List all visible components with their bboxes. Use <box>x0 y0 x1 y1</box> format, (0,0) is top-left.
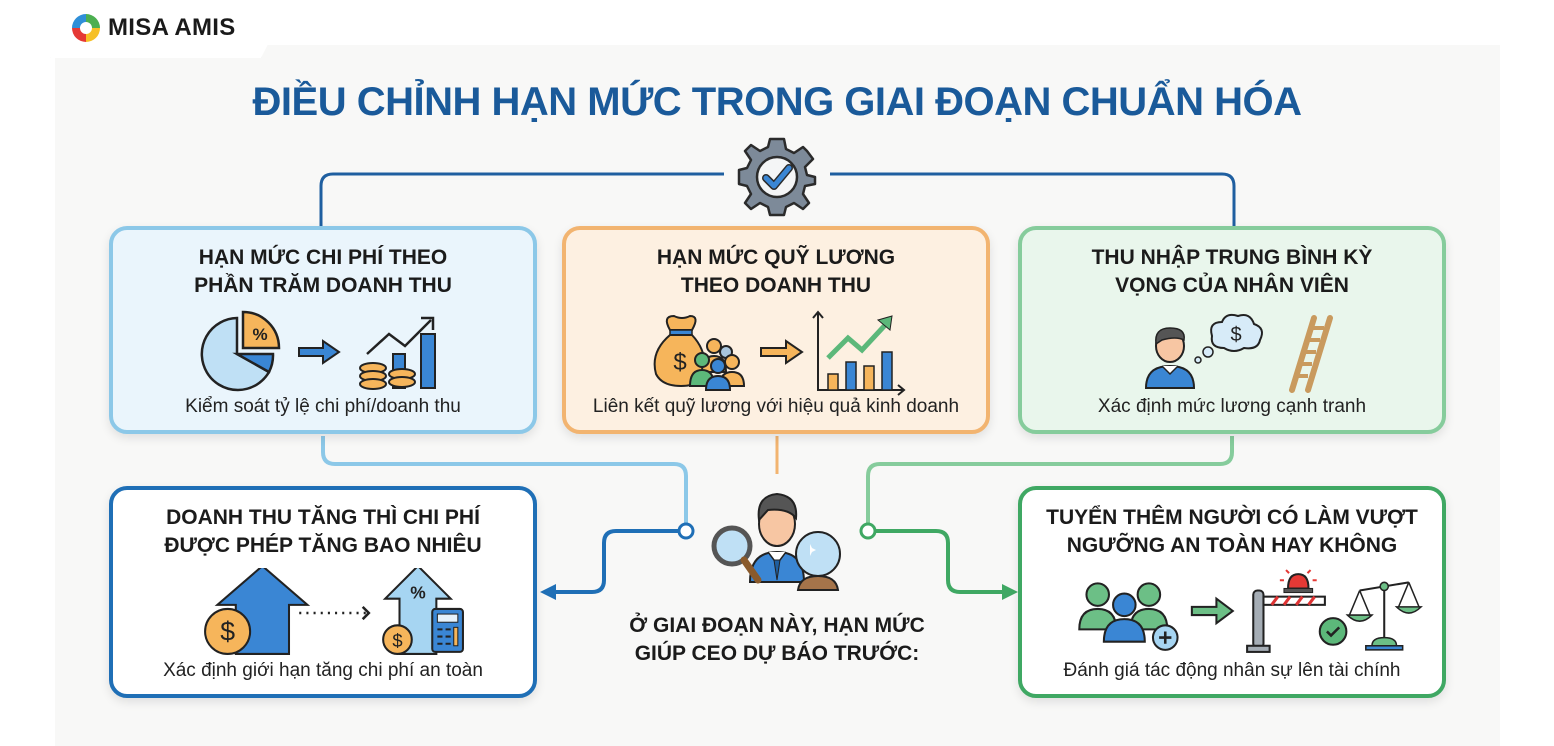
card-description: Xác định giới hạn tăng chi phí an toàn <box>163 660 483 681</box>
svg-text:$: $ <box>673 349 686 376</box>
coin-up-arrow-icon: $ <box>204 568 311 655</box>
gear-check-icon <box>737 137 817 217</box>
arrow-right-icon <box>1190 596 1235 626</box>
card-title: HẠN MỨC CHI PHÍ THEO PHẦN TRĂM DOANH THU <box>194 246 452 297</box>
card-illustration: $ <box>1144 313 1333 393</box>
ceo-forecast-icon <box>711 492 841 591</box>
card-illustration <box>1078 568 1423 653</box>
card-illustration: % <box>200 310 436 392</box>
card-illustration: $ <box>653 310 906 396</box>
card-description: Kiểm soát tỷ lệ chi phí/doanh thu <box>185 396 461 417</box>
logo-tab <box>18 0 294 58</box>
card-payroll-limit-revenue: HẠN MỨC QUỸ LƯƠNG THEO DOANH THU $ <box>562 226 990 434</box>
page-title: ĐIỀU CHỈNH HẠN MỨC TRONG GIAI ĐOẠN CHUẨN… <box>252 80 1302 124</box>
bar-chart-trend-icon <box>812 310 906 396</box>
svg-text:%: % <box>410 583 425 603</box>
add-people-icon <box>1078 582 1179 651</box>
brand-logo: MISA AMIS <box>70 12 236 44</box>
card-expected-average-income: THU NHẬP TRUNG BÌNH KỲ VỌNG CỦA NHÂN VIÊ… <box>1018 226 1446 434</box>
svg-text:%: % <box>252 325 267 344</box>
svg-text:$: $ <box>220 617 235 647</box>
scales-icon <box>1345 581 1423 651</box>
percent-arrow-calculator-icon: % $ <box>382 568 464 655</box>
dotted-arrow-icon <box>299 605 371 621</box>
employee-thinking-money-icon: $ <box>1144 313 1263 389</box>
svg-text:$: $ <box>1230 324 1241 346</box>
money-bag-people-icon: $ <box>653 314 746 391</box>
center-caption: Ở GIAI ĐOẠN NÀY, HẠN MỨC GIÚP CEO DỰ BÁO… <box>629 614 925 665</box>
card-title: TUYỂN THÊM NGƯỜI CÓ LÀM VƯỢT NGƯỠNG AN T… <box>1046 506 1418 557</box>
arrow-right-icon <box>760 339 804 365</box>
svg-text:$: $ <box>392 630 402 651</box>
card-illustration: $ % $ <box>204 568 464 655</box>
card-description: Liên kết quỹ lương với hiệu quả kinh doa… <box>592 396 960 417</box>
card-expense-limit-percent-revenue: HẠN MỨC CHI PHÍ THEO PHẦN TRĂM DOANH THU… <box>109 226 537 434</box>
brand-name: MISA AMIS <box>108 14 236 41</box>
card-title: DOANH THU TĂNG THÌ CHI PHÍ ĐƯỢC PHÉP TĂN… <box>164 506 482 557</box>
barrier-alarm-check-icon <box>1246 568 1348 653</box>
card-description: Đánh giá tác động nhân sự lên tài chính <box>1063 660 1401 681</box>
misa-logo-icon <box>72 14 100 42</box>
arrow-right-icon <box>298 339 341 365</box>
card-description: Xác định mức lương cạnh tranh <box>1097 396 1367 417</box>
coins-growth-chart-icon <box>359 316 436 390</box>
pie-chart-percent-icon: % <box>200 310 281 392</box>
card-hiring-safety-threshold: TUYỂN THÊM NGƯỜI CÓ LÀM VƯỢT NGƯỠNG AN T… <box>1018 486 1446 698</box>
card-title: THU NHẬP TRUNG BÌNH KỲ VỌNG CỦA NHÂN VIÊ… <box>1091 246 1373 297</box>
card-revenue-expense-growth: DOANH THU TĂNG THÌ CHI PHÍ ĐƯỢC PHÉP TĂN… <box>109 486 537 698</box>
ladder-icon <box>1289 315 1333 393</box>
card-title: HẠN MỨC QUỸ LƯƠNG THEO DOANH THU <box>656 246 896 297</box>
